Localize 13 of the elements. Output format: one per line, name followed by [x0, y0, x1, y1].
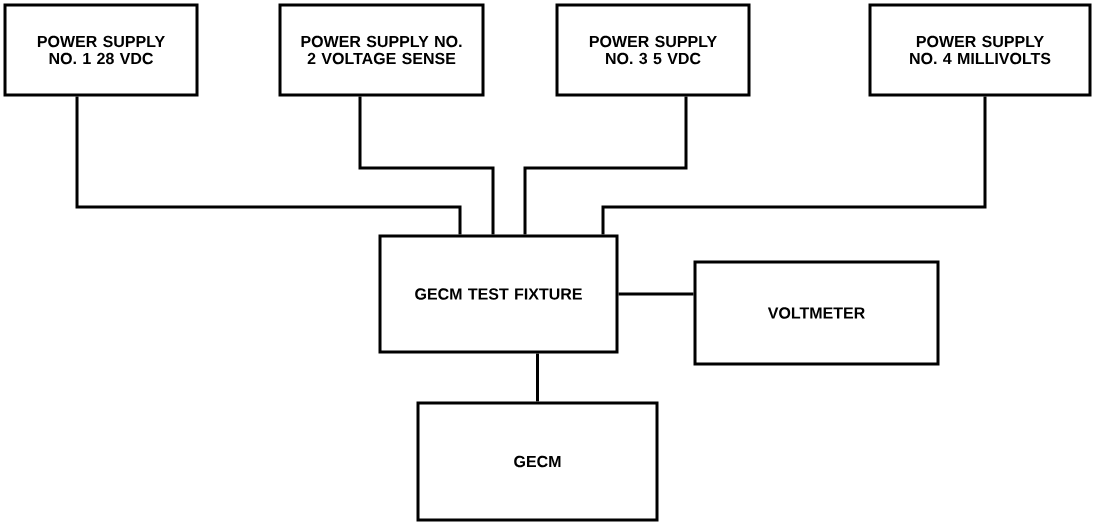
- connector-line: [523, 96, 688, 235]
- connector-line: [601, 96, 987, 235]
- block-box: POWER SUPPLY NO. 3 5 VDC: [555, 3, 751, 97]
- block-box: POWER SUPPLY NO. 2 VOLTAGE SENSE: [278, 3, 485, 97]
- connector-line: [618, 292, 694, 296]
- connector-line: [536, 353, 539, 402]
- connector-line: [358, 96, 495, 235]
- block-box: VOLTMETER: [693, 260, 940, 366]
- block-box: POWER SUPPLY NO. 1 28 VDC: [3, 3, 199, 97]
- block-box: POWER SUPPLY NO. 4 MILLIVOLTS: [868, 3, 1092, 97]
- connector-line: [75, 96, 462, 235]
- block-box: GECM: [416, 401, 659, 522]
- block-box: GECM TEST FIXTURE: [378, 234, 619, 354]
